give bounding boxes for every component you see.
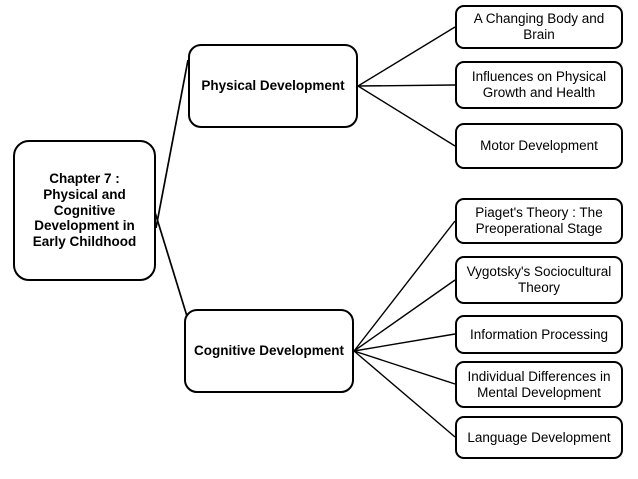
node-leaf-information-processing[interactable]: Information Processing: [455, 315, 623, 354]
node-leaf-language-development[interactable]: Language Development: [455, 416, 623, 459]
node-leaf-label: Individual Differences in Mental Develop…: [467, 368, 611, 400]
edge-cognitive-to-piaget-theory: [353, 220, 456, 352]
node-leaf-label: Influences on Physical Growth and Health: [471, 69, 607, 100]
node-leaf-individual-differences[interactable]: Individual Differences in Mental Develop…: [455, 361, 623, 408]
node-branch-cognitive-development[interactable]: Cognitive Development: [184, 309, 354, 393]
edge-physical-to-influences-growth-health: [357, 84, 456, 87]
node-leaf-influences-growth-health[interactable]: Influences on Physical Growth and Health: [455, 61, 623, 109]
node-leaf-changing-body-brain[interactable]: A Changing Body and Brain: [455, 5, 623, 49]
node-leaf-label: Language Development: [467, 429, 611, 445]
node-root-chapter[interactable]: Chapter 7 : Physical and Cognitive Devel…: [13, 140, 156, 281]
edge-cognitive-to-individual-differences: [353, 350, 456, 385]
node-branch-physical-development[interactable]: Physical Development: [188, 44, 358, 128]
node-leaf-label: Piaget's Theory : The Preoperational Sta…: [475, 205, 603, 236]
node-leaf-motor-development[interactable]: Motor Development: [455, 123, 623, 169]
node-root-label: Chapter 7 : Physical and Cognitive Devel…: [32, 170, 137, 250]
edge-cognitive-to-language-development: [353, 350, 456, 438]
node-leaf-piaget-theory[interactable]: Piaget's Theory : The Preoperational Sta…: [455, 198, 623, 244]
node-branch-cognitive-label: Cognitive Development: [193, 343, 345, 359]
edge-root-to-physical: [155, 59, 189, 229]
node-leaf-label: Motor Development: [480, 138, 598, 154]
edge-cognitive-to-information-processing: [353, 333, 456, 352]
edge-cognitive-to-vygotsky-theory: [353, 279, 456, 352]
node-leaf-label: Information Processing: [469, 326, 609, 342]
node-leaf-label: A Changing Body and Brain: [473, 11, 605, 42]
edge-physical-to-changing-body-brain: [357, 26, 456, 87]
edge-physical-to-motor-development: [357, 85, 456, 147]
node-leaf-label: Vygotsky's Sociocultural Theory: [466, 264, 612, 295]
edge-root-to-cognitive: [149, 195, 191, 327]
node-branch-physical-label: Physical Development: [201, 78, 345, 94]
node-leaf-vygotsky-theory[interactable]: Vygotsky's Sociocultural Theory: [455, 256, 623, 304]
